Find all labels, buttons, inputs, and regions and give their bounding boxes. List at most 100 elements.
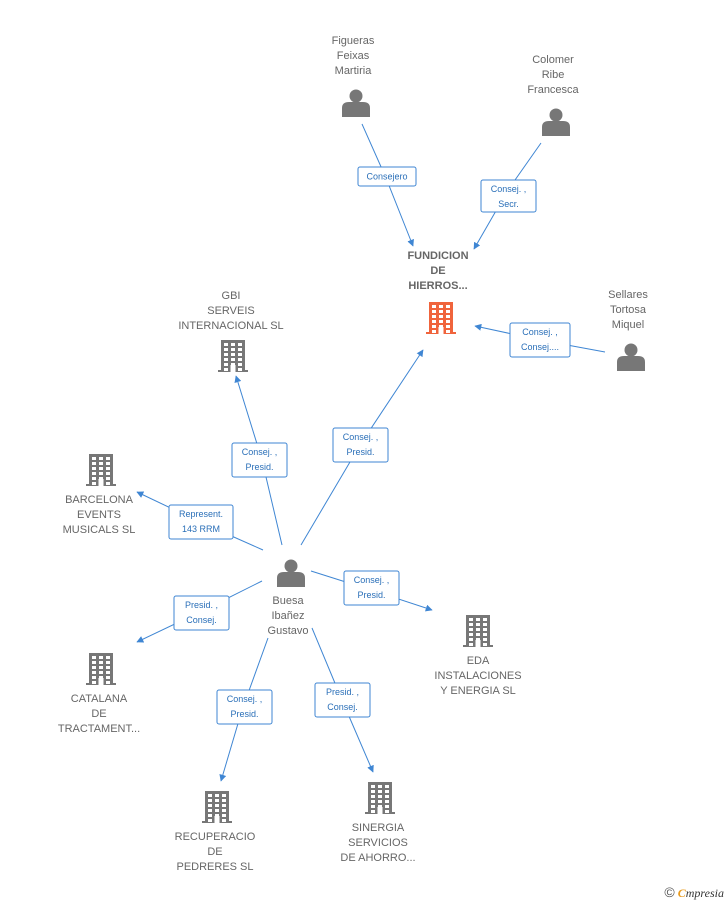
node-label-line: Francesca — [527, 84, 579, 96]
relation-label-line: Presid. , — [185, 600, 218, 610]
edge-buesa-eda: Consej. , Presid. — [310, 570, 433, 612]
relation-label-line: Consej. , — [354, 575, 390, 585]
brand-logo-text: mpresia — [685, 886, 724, 900]
relation-label-line: Presid. , — [326, 687, 359, 697]
relation-label-frame — [231, 442, 288, 478]
relation-label-box[interactable]: Consej. , Presid. — [343, 570, 400, 606]
relation-label-line: Presid. — [357, 590, 385, 600]
node-sinergia[interactable]: SINERGIA SERVICIOS DE AHORRO... — [340, 782, 416, 864]
node-barcelona[interactable]: BARCELONA EVENTS MUSICALS SL — [63, 454, 136, 536]
relation-label-frame — [357, 166, 417, 187]
node-label-line: DE — [430, 265, 445, 277]
relation-label-line: Consej. — [186, 615, 217, 625]
node-label-line: INTERNACIONAL SL — [178, 320, 283, 332]
relation-label-box[interactable]: Consej. , Consej.... — [509, 322, 571, 358]
relation-label-line: Presid. — [245, 462, 273, 472]
node-label-line: DE — [207, 846, 222, 858]
relation-label-frame — [509, 322, 571, 358]
relation-label-box[interactable]: Consej. , Presid. — [332, 427, 389, 463]
node-eda[interactable]: EDA INSTALACIONES Y ENERGIA SL — [434, 615, 522, 697]
building-icon — [365, 782, 395, 814]
relation-label-line: Presid. — [346, 447, 374, 457]
relation-label-line: Presid. — [230, 709, 258, 719]
node-label-line: RECUPERACIO — [175, 831, 256, 843]
relation-label-box[interactable]: Presid. , Consej. — [173, 595, 230, 631]
node-label-line: HIERROS... — [408, 280, 467, 292]
relation-label-line: Represent. — [179, 509, 223, 519]
relation-label-frame — [173, 595, 230, 631]
relation-label-box[interactable]: Consejero — [357, 166, 417, 187]
relation-label-frame — [343, 570, 400, 606]
edge-buesa-catalana: Presid. , Consej. — [136, 580, 263, 643]
node-label-line: Tortosa — [610, 304, 647, 316]
node-label-line: EDA — [467, 655, 490, 667]
node-label-line: INSTALACIONES — [434, 670, 521, 682]
node-label-line: EVENTS — [77, 509, 121, 521]
relation-label-box[interactable]: Consej. , Secr. — [480, 179, 537, 213]
edge-buesa-sinergia: Presid. ,Consej. — [311, 627, 374, 773]
relation-label-box[interactable]: Consej. , Presid. — [231, 442, 288, 478]
relation-label-box[interactable]: Consej. , Presid. — [216, 689, 273, 725]
edge-figueras-fundicion: Consejero — [357, 123, 417, 247]
node-label-line: BARCELONA — [65, 494, 134, 506]
node-label-line: DE AHORRO... — [340, 852, 415, 864]
node-label-line: Miquel — [612, 319, 644, 331]
brand-logo-initial: C — [677, 886, 686, 900]
relation-label-frame — [332, 427, 389, 463]
person-icon — [342, 89, 370, 117]
node-label-line: Colomer — [532, 54, 574, 66]
edge-buesa-barcelona: Represent. 143 RRM — [136, 491, 264, 551]
relation-label-frame — [480, 179, 537, 213]
relation-label-line: Consej.... — [521, 342, 559, 352]
person-icon — [277, 559, 305, 587]
person-icon — [617, 343, 645, 371]
edge-buesa-gbi: Consej. , Presid. — [231, 375, 288, 546]
node-label-line: CATALANA — [71, 693, 128, 705]
relation-label-line: Consej. , — [343, 432, 379, 442]
node-label-line: Sellares — [608, 289, 648, 301]
node-label-line: Buesa — [272, 595, 304, 607]
edge-buesa-recuperacio: Consej. , Presid. — [216, 637, 273, 782]
node-label-line: Martiria — [335, 65, 373, 77]
node-fundicion[interactable]: FUNDICION DE HIERROS... — [407, 250, 469, 334]
building-icon — [202, 791, 232, 823]
node-label-line: SERVICIOS — [348, 837, 408, 849]
copyright-footer: © Cmpresia — [664, 884, 724, 901]
person-icon — [542, 108, 570, 136]
node-label-line: TRACTAMENT... — [58, 723, 140, 735]
relation-label-box[interactable]: Presid. ,Consej. — [314, 682, 371, 718]
building-icon — [426, 302, 456, 334]
relation-label-frame — [314, 682, 371, 718]
edge-sellares-fundicion: Consej. , Consej.... — [474, 322, 606, 358]
node-catalana[interactable]: CATALANA DE TRACTAMENT... — [58, 653, 140, 735]
relation-label-line: Consej. , — [491, 184, 527, 194]
building-icon — [86, 653, 116, 685]
relation-label-frame — [216, 689, 273, 725]
relation-label-frame — [168, 504, 234, 540]
node-label-line: GBI — [222, 290, 241, 302]
node-label-line: SINERGIA — [352, 822, 405, 834]
relation-label-line: Consej. , — [227, 694, 263, 704]
node-label-line: DE — [91, 708, 106, 720]
relation-label-line: Consej. , — [242, 447, 278, 457]
relation-label-line: Secr. — [498, 199, 519, 209]
relation-label-line: Consej. , — [522, 327, 558, 337]
relation-label-line: 143 RRM — [182, 524, 220, 534]
node-label-line: Y ENERGIA SL — [440, 685, 516, 697]
node-label-line: Feixas — [337, 50, 370, 62]
node-label-line: MUSICALS SL — [63, 524, 136, 536]
node-label-line: FUNDICION — [407, 250, 468, 262]
building-icon — [218, 340, 248, 372]
relation-label-line: Consejero — [366, 172, 407, 182]
relation-label-box[interactable]: Represent. 143 RRM — [168, 504, 234, 540]
building-icon — [86, 454, 116, 486]
node-label-line: Ibañez — [271, 610, 304, 622]
edge-buesa-fundicion: Consej. , Presid. — [300, 349, 424, 546]
